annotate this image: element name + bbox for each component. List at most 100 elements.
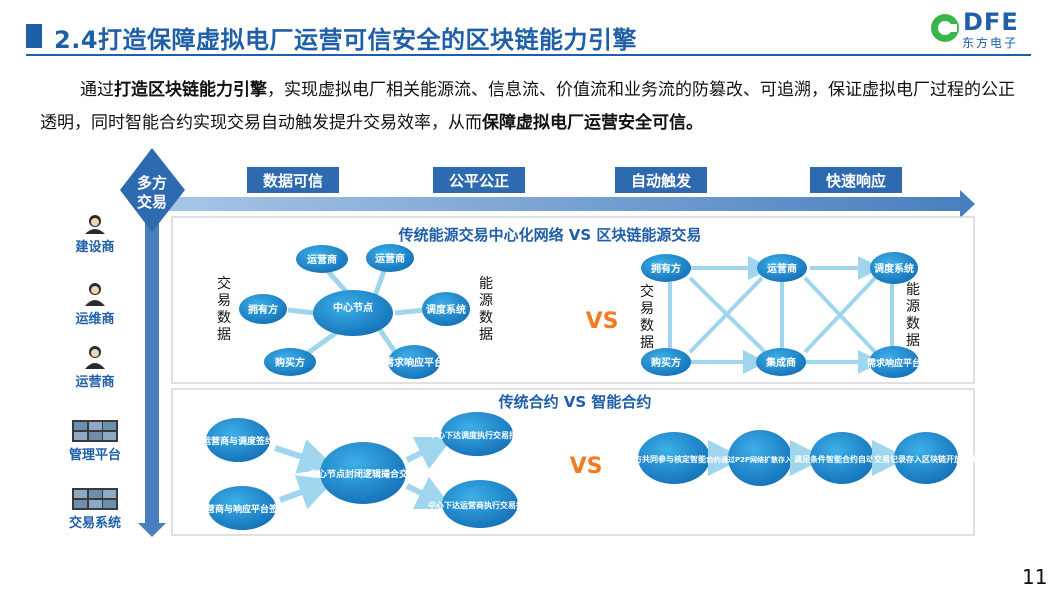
intro-text-1: 通过 <box>80 80 114 100</box>
intro-text-2: ，实现虚拟电厂相关能源流、信息流、价值流和业务流的防篡改、可追溯，保证虚拟电厂过… <box>40 80 1015 133</box>
vertical-label-trade-data: 交易数据 <box>217 276 231 343</box>
role-builder: 建设商 <box>55 214 135 255</box>
spoke-label: 运营商 <box>307 253 337 266</box>
input-node-label: 运营商与响应平台签约 <box>197 503 287 515</box>
spoke-label: 运营商 <box>375 252 405 265</box>
flow-step-node <box>638 432 710 484</box>
spoke-node <box>366 244 414 272</box>
mesh-nodes: 拥有方 运营商 调度系统 购买方 集成商 需求响应平台 <box>641 252 921 378</box>
center-node-label: 中心节点 <box>333 301 373 314</box>
top-label-text: 自动触发 <box>631 172 692 190</box>
spoke-node <box>296 245 348 273</box>
role-label: 交易系统 <box>68 516 121 531</box>
vs-label-1: VS <box>586 309 619 334</box>
output-node <box>441 412 513 456</box>
closed-center-label: 中心节点封闭逻辑撮合交易 <box>309 468 417 480</box>
flow-step-label: 交易记录存入区块链开放查询 <box>874 454 978 464</box>
output-node <box>442 480 518 528</box>
person-icon <box>85 283 105 306</box>
spoke-node <box>422 292 470 326</box>
mesh-network <box>668 256 894 374</box>
smart-contract-flow: 多方共同参与核定智能合约 合约通过P2P网络扩散存入区块链 满足条件智能合约自动… <box>626 430 978 486</box>
mesh-node <box>641 348 691 376</box>
mesh-node-label: 运营商 <box>767 262 797 275</box>
role-label: 建设商 <box>75 240 115 255</box>
star-network: 中心节点 运营商 运营商 调度系统 需求响应平台 购买方 拥有方 <box>239 244 470 379</box>
top-label-text: 数据可信 <box>263 172 323 190</box>
mesh-node <box>757 254 807 282</box>
spoke-label: 调度系统 <box>426 303 466 316</box>
mesh-node-label: 集成商 <box>765 356 796 369</box>
intro-paragraph: 通过打造区块链能力引擎，实现虚拟电厂相关能源流、信息流、价值流和业务流的防篡改、… <box>40 74 1030 140</box>
intro-bold-2: 保障虚拟电厂运营安全可信。 <box>482 113 703 133</box>
top-label-4: 快速响应 <box>810 167 902 193</box>
panel-2-heading: 传统合约 VS 智能合约 <box>498 393 652 411</box>
mesh-vertical-label-trade-data: 交易数据 <box>640 284 654 351</box>
role-trading-system: 交易系统 <box>55 488 135 531</box>
role-operator: 运营商 <box>55 345 135 390</box>
output-node-label: 中心下达调度执行交易指令 <box>429 430 526 440</box>
flow-step-node <box>810 432 874 484</box>
mesh-node-label: 购买方 <box>651 356 681 369</box>
vs-label-2: VS <box>570 454 603 479</box>
spoke-label: 购买方 <box>275 356 305 369</box>
screen-icon <box>72 420 118 442</box>
flow-step-label: 多方共同参与核定智能合约 <box>626 454 722 464</box>
vertical-label-energy-data: 能源数据 <box>479 276 493 343</box>
top-label-2: 公平公正 <box>433 167 525 193</box>
corner-label-line2: 交易 <box>137 193 167 211</box>
horizontal-axis-arrowhead <box>960 190 975 218</box>
closed-center-node <box>320 442 406 504</box>
flow-step-node <box>728 430 792 486</box>
logo-subtitle: 东方电子 <box>962 36 1019 50</box>
role-label: 运维商 <box>75 312 115 327</box>
corner-diamond <box>120 148 185 232</box>
spoke-label: 拥有方 <box>248 303 278 316</box>
title-accent-bar <box>26 24 42 48</box>
intro-bold-1: 打造区块链能力引擎 <box>114 80 267 100</box>
vertical-axis-arrowhead <box>138 523 166 537</box>
top-label-3: 自动触发 <box>615 167 707 193</box>
mesh-node <box>869 346 919 378</box>
role-management-platform: 管理平台 <box>55 420 135 463</box>
mesh-vertical-label-energy-data: 能源数据 <box>906 282 920 349</box>
spoke-label: 需求响应平台 <box>384 356 444 369</box>
person-icon <box>85 215 105 234</box>
input-node <box>206 418 270 462</box>
top-label-1: 数据可信 <box>247 167 339 193</box>
mesh-node-label: 需求响应平台 <box>867 357 921 369</box>
horizontal-axis-bar <box>150 197 962 211</box>
flow-step-label: 合约通过P2P网络扩散存入区块链 <box>706 455 813 464</box>
company-logo <box>931 14 959 42</box>
top-label-text: 公平公正 <box>449 172 509 190</box>
input-node-label: 运营商与调度签约 <box>202 435 274 447</box>
output-node-label: 中心下达运营商执行交易指令 <box>428 500 533 510</box>
input-node <box>208 486 276 530</box>
role-label: 管理平台 <box>68 448 121 463</box>
flow-step-node <box>894 432 958 484</box>
logo-text: DFE <box>963 8 1019 36</box>
mesh-node-label: 调度系统 <box>874 262 914 275</box>
flow-step-label: 满足条件智能合约自动执行 <box>794 454 890 464</box>
traditional-contract-flow: 运营商与调度签约 运营商与响应平台签约 中心节点封闭逻辑撮合交易 中心下达调度执… <box>197 412 533 530</box>
mesh-node <box>641 254 691 282</box>
panel-1-heading: 传统能源交易中心化网络 VS 区块链能源交易 <box>398 226 702 244</box>
page-title: 2.4打造保障虚拟电厂运营可信安全的区块链能力引擎 <box>54 26 638 54</box>
top-label-text: 快速响应 <box>826 172 886 190</box>
corner-label-line1: 多方 <box>137 174 167 192</box>
title-underline <box>26 54 1031 56</box>
vertical-axis-bar <box>145 205 159 525</box>
person-icon <box>85 346 105 369</box>
role-label: 运营商 <box>75 375 115 390</box>
spoke-node <box>264 348 316 376</box>
mesh-node-label: 拥有方 <box>651 262 681 275</box>
mesh-node <box>756 348 806 376</box>
page-number: 11 <box>1022 565 1048 589</box>
spoke-node <box>388 345 440 379</box>
screen-icon <box>72 488 118 510</box>
spoke-node <box>239 294 287 324</box>
role-maintainer: 运维商 <box>55 282 135 327</box>
mesh-node <box>870 252 918 284</box>
